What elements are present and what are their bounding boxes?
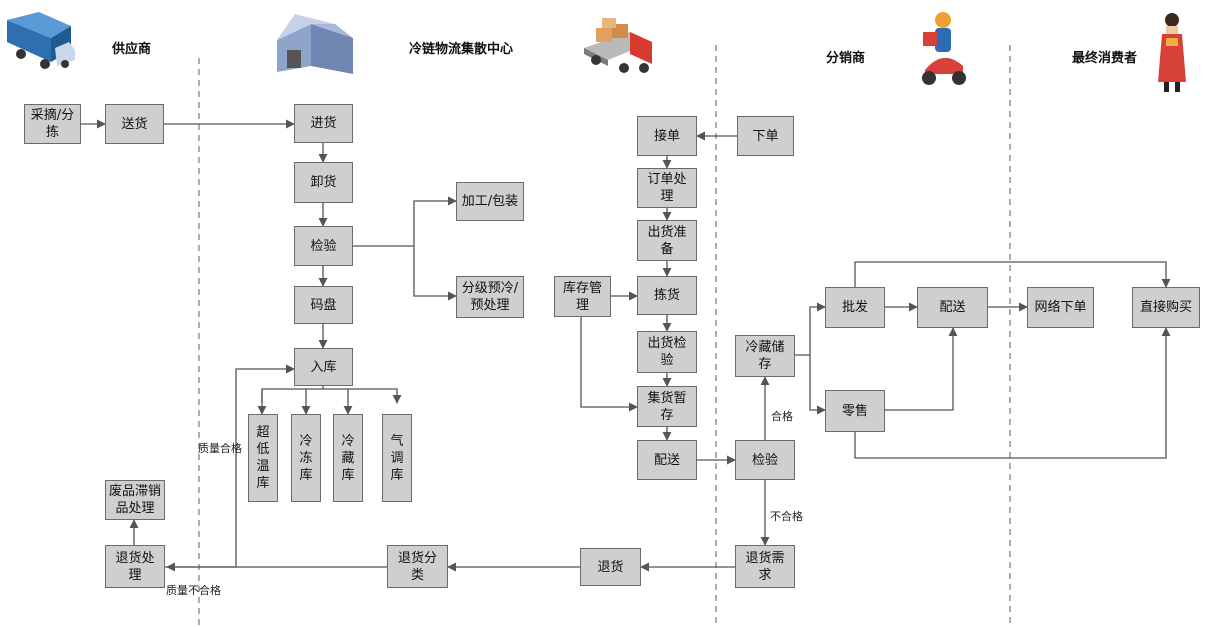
node-wholesale[interactable]: 批发 xyxy=(825,287,885,328)
node-waste[interactable]: 废品滞销 品处理 xyxy=(105,480,165,520)
node-order-process[interactable]: 订单处 理 xyxy=(637,168,697,208)
lane-title-supplier: 供应商 xyxy=(112,42,152,57)
label-fail: 不合格 xyxy=(770,510,803,523)
label-quality-ok: 质量合格 xyxy=(198,442,242,455)
node-picking[interactable]: 拣货 xyxy=(637,276,697,315)
node-grade[interactable]: 分级预冷/ 预处理 xyxy=(456,276,524,318)
node-store[interactable]: 入库 xyxy=(294,348,353,386)
consumer-woman-icon xyxy=(1158,13,1186,92)
warehouse-icon xyxy=(277,14,353,74)
node-inspect-distributor[interactable]: 检验 xyxy=(735,440,795,480)
node-freeze-room[interactable]: 冷 冻 库 xyxy=(291,414,321,502)
node-inbound[interactable]: 进货 xyxy=(294,104,353,143)
edge-store-rooms xyxy=(261,388,402,404)
node-deliver-center[interactable]: 配送 xyxy=(637,440,697,480)
edge-retail-direct xyxy=(854,327,1171,459)
node-direct-buy[interactable]: 直接购买 xyxy=(1132,287,1200,328)
scooter-courier-icon xyxy=(922,12,966,85)
edge-retail-deliver2 xyxy=(885,327,958,411)
edge-wholesale-direct xyxy=(854,261,1171,288)
node-pick[interactable]: 采摘/分 拣 xyxy=(24,104,81,144)
node-inventory[interactable]: 库存管 理 xyxy=(554,276,611,317)
node-ca-room[interactable]: 气 调 库 xyxy=(382,414,412,502)
node-consolidate[interactable]: 集货暂 存 xyxy=(637,386,697,427)
node-return-sort[interactable]: 退货分 类 xyxy=(387,545,448,588)
node-process[interactable]: 加工/包装 xyxy=(456,182,524,221)
node-send[interactable]: 送货 xyxy=(105,104,164,144)
node-ship-prep[interactable]: 出货准 备 xyxy=(637,220,697,261)
label-quality-bad: 质量不合格 xyxy=(166,584,221,597)
lane-title-center: 冷链物流集散中心 xyxy=(409,42,514,57)
node-return-request[interactable]: 退货需 求 xyxy=(735,545,795,588)
edge-coldstore-retail xyxy=(809,355,826,415)
lane-title-consumer: 最终消费者 xyxy=(1072,51,1138,66)
node-chill-room[interactable]: 冷 藏 库 xyxy=(333,414,363,502)
edge-to-process xyxy=(413,196,457,246)
node-inspect[interactable]: 检验 xyxy=(294,226,353,266)
node-ship-check[interactable]: 出货检 验 xyxy=(637,331,697,373)
edge-to-grade xyxy=(413,246,457,301)
node-place-order[interactable]: 下单 xyxy=(737,116,794,156)
edge-inventory-consolidate xyxy=(580,317,638,412)
node-deliver-distributor[interactable]: 配送 xyxy=(917,287,988,328)
node-stack[interactable]: 码盘 xyxy=(294,286,353,324)
node-cold-store[interactable]: 冷藏储 存 xyxy=(735,335,795,377)
node-return-handle[interactable]: 退货处 理 xyxy=(105,545,165,588)
node-retail[interactable]: 零售 xyxy=(825,390,885,432)
lane-title-distributor: 分销商 xyxy=(826,51,866,66)
node-order-receive[interactable]: 接单 xyxy=(637,116,697,156)
truck-icon xyxy=(7,12,75,69)
edge-coldstore-wholesale xyxy=(795,302,826,356)
node-return[interactable]: 退货 xyxy=(580,548,641,586)
node-online-order[interactable]: 网络下单 xyxy=(1027,287,1094,328)
node-unload[interactable]: 卸货 xyxy=(294,162,353,203)
node-ultra-low-room[interactable]: 超 低 温 库 xyxy=(248,414,278,502)
label-pass: 合格 xyxy=(771,410,793,423)
delivery-truck-icon xyxy=(584,18,652,73)
